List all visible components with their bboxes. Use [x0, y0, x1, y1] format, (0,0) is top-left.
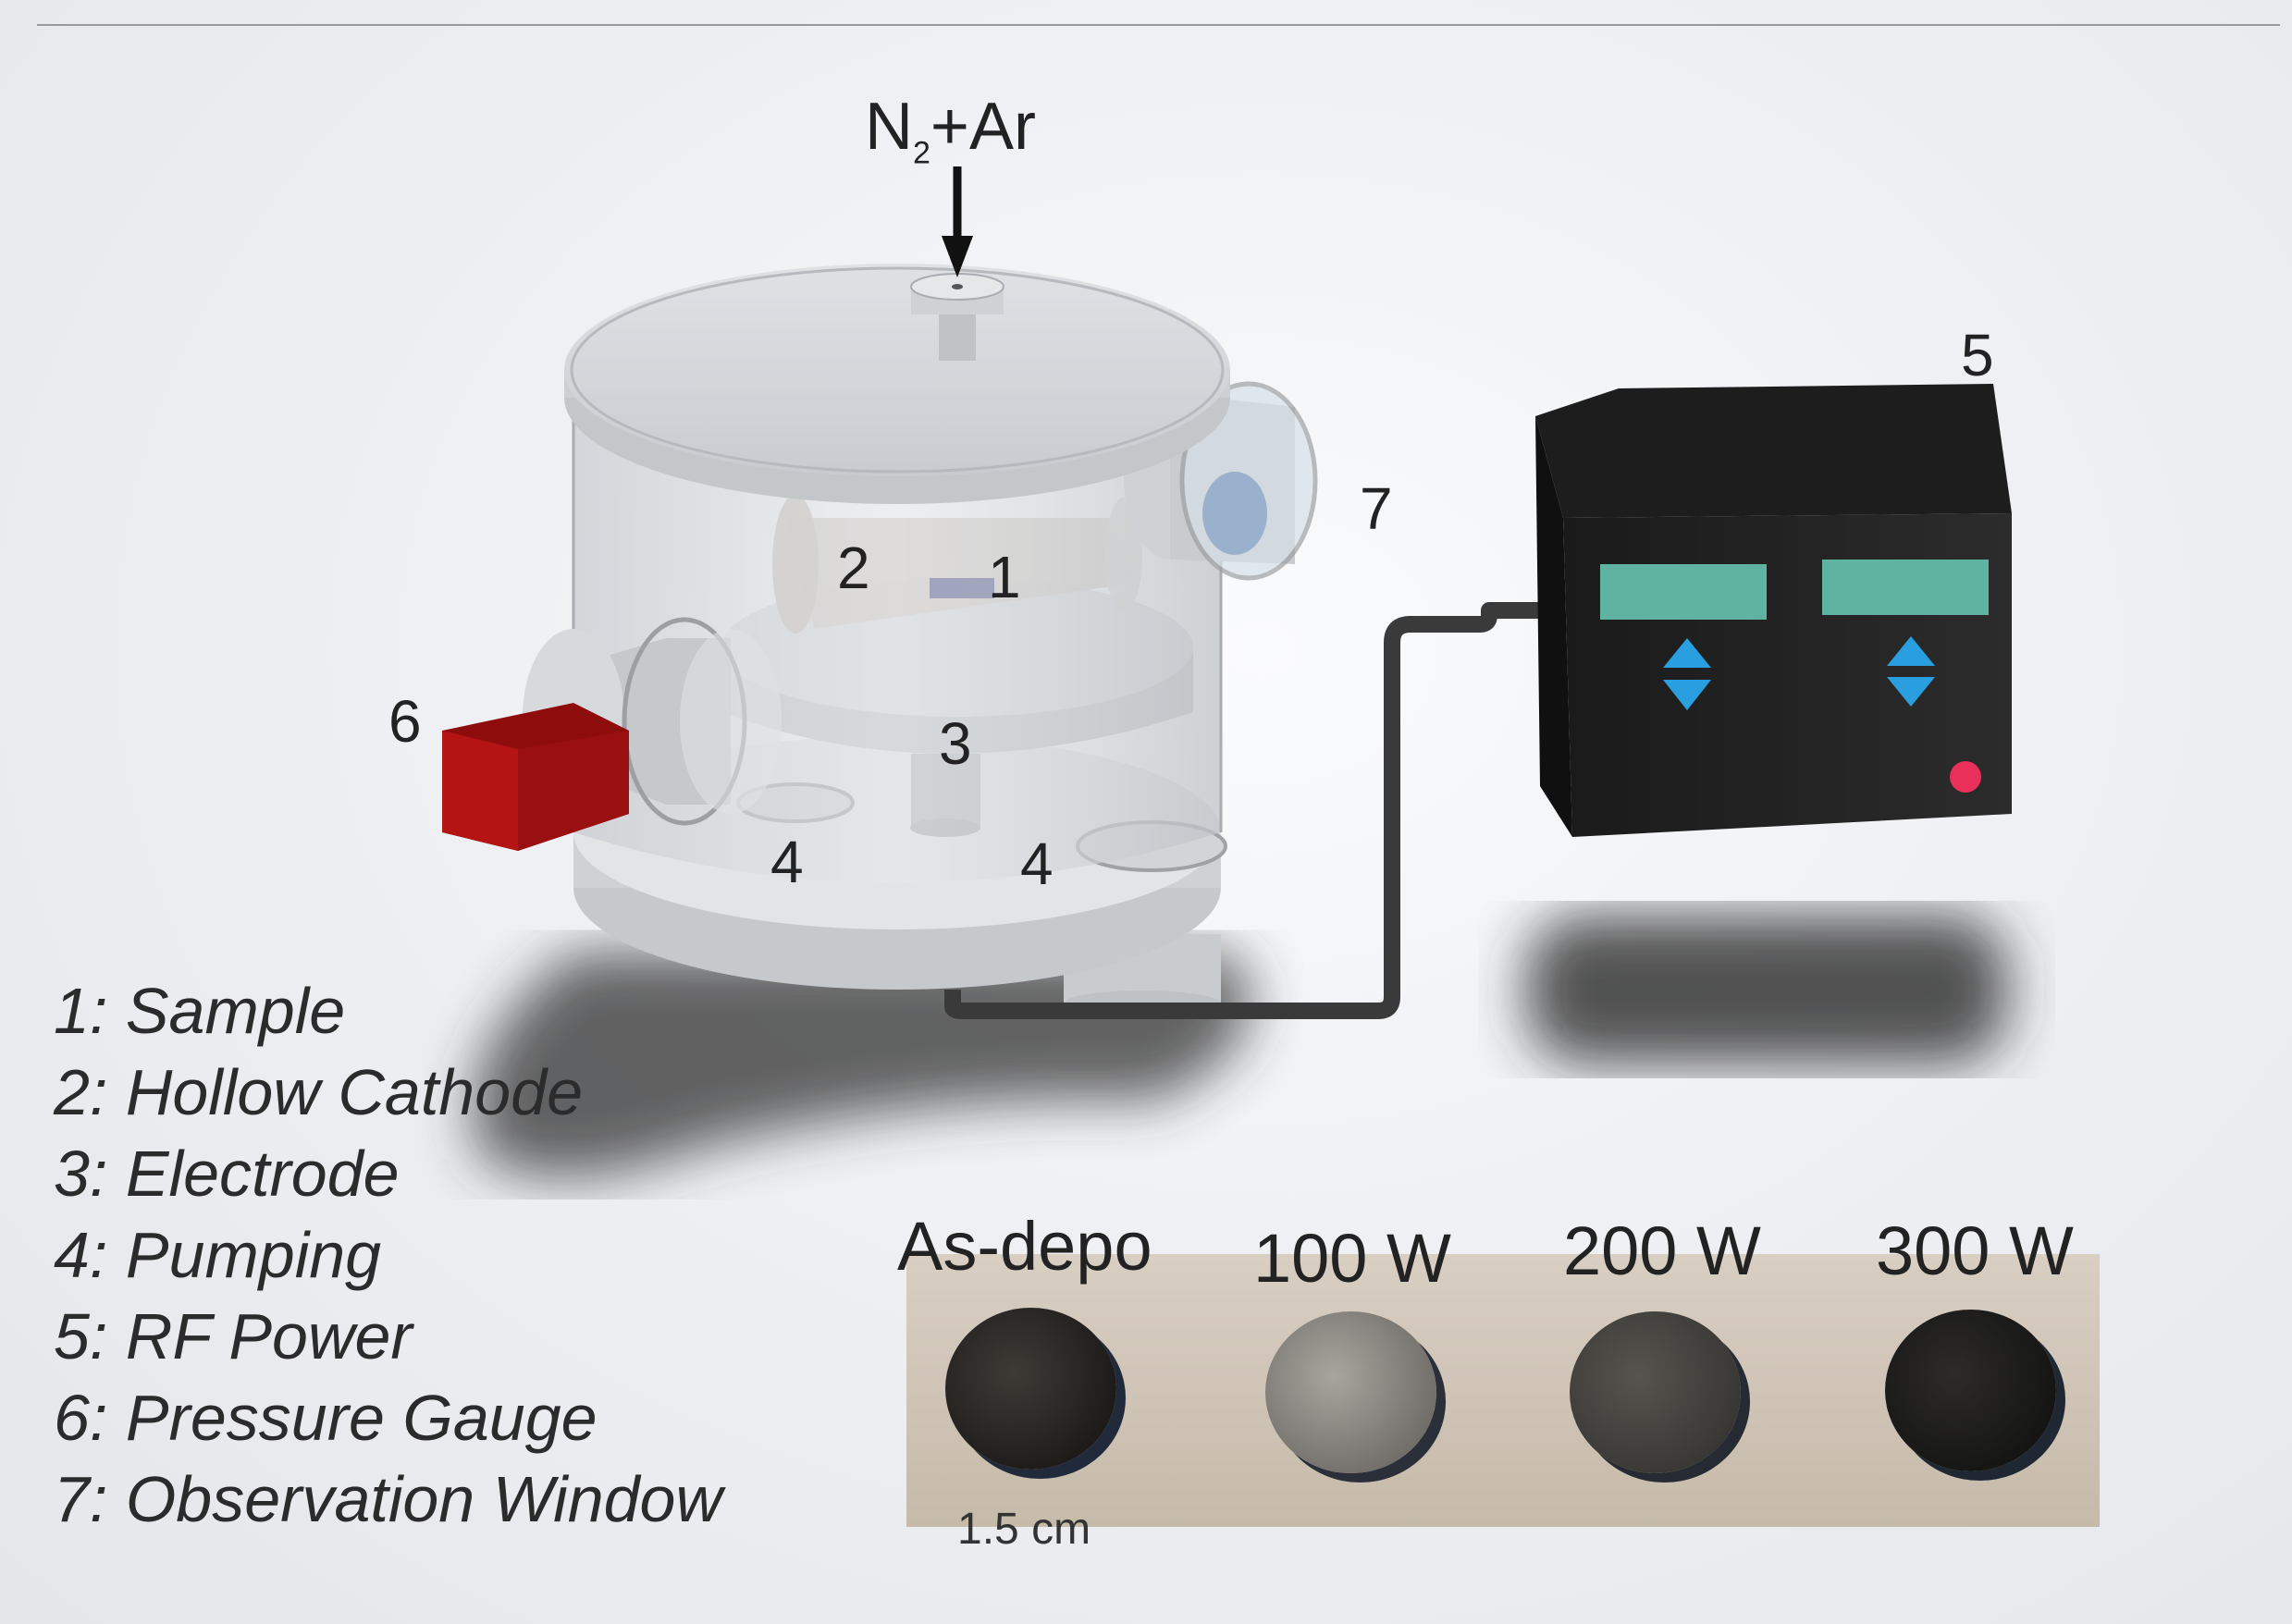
sample-label-100w: 100 W	[1253, 1220, 1451, 1297]
chamber-lid	[564, 264, 1230, 504]
gas-inlet-label: N2+Ar	[865, 90, 1036, 171]
callout-electrode: 3	[939, 710, 972, 777]
top-divider	[37, 24, 2280, 26]
callout-sample: 1	[988, 544, 1021, 610]
indicator-led	[1950, 761, 1981, 793]
rf-display-left	[1600, 564, 1767, 620]
legend-item-hollow-cathode: 2: Hollow Cathode	[54, 1056, 583, 1128]
scale-bar-label: 1.5 cm	[957, 1505, 1091, 1554]
legend-item-electrode: 3: Electrode	[54, 1138, 400, 1210]
sample-photo	[906, 1254, 2100, 1527]
up-down-arrows-icon-right	[1887, 636, 1935, 707]
callout-hollow-cathode: 2	[837, 535, 870, 601]
sample-disk-100w	[1265, 1311, 1436, 1473]
callout-pumping-right: 4	[1020, 830, 1054, 897]
callout-rf-power: 5	[1961, 322, 1994, 388]
callout-pumping-left: 4	[770, 829, 804, 895]
power-supply-shadow	[1526, 916, 2007, 1064]
rf-display-right	[1822, 560, 1989, 615]
rf-cable	[944, 602, 1554, 1019]
legend-item-pressure-gauge: 6: Pressure Gauge	[54, 1382, 598, 1454]
up-down-arrows-icon-left	[1663, 638, 1711, 710]
gas-inlet-arrow-icon	[942, 166, 973, 277]
sample-disk-as-depo	[945, 1308, 1116, 1470]
callout-observation-window: 7	[1360, 475, 1393, 542]
callout-pressure-gauge: 6	[388, 688, 422, 755]
sample-label-200w: 200 W	[1563, 1212, 1761, 1289]
legend-item-sample: 1: Sample	[54, 975, 346, 1047]
sample-label-300w: 300 W	[1876, 1212, 2074, 1289]
pressure-gauge	[442, 703, 629, 851]
sample-label-as-depo: As-depo	[897, 1208, 1152, 1285]
legend-item-observation-window: 7: Observation Window	[54, 1463, 723, 1535]
observation-window	[1124, 381, 1318, 581]
gas-inlet-fitting	[910, 273, 1004, 361]
sample-disk-200w	[1570, 1311, 1741, 1473]
sample-disk-300w	[1885, 1310, 2056, 1471]
legend-item-pumping: 4: Pumping	[54, 1219, 382, 1291]
legend-item-rf-power: 5: RF Power	[54, 1300, 413, 1372]
